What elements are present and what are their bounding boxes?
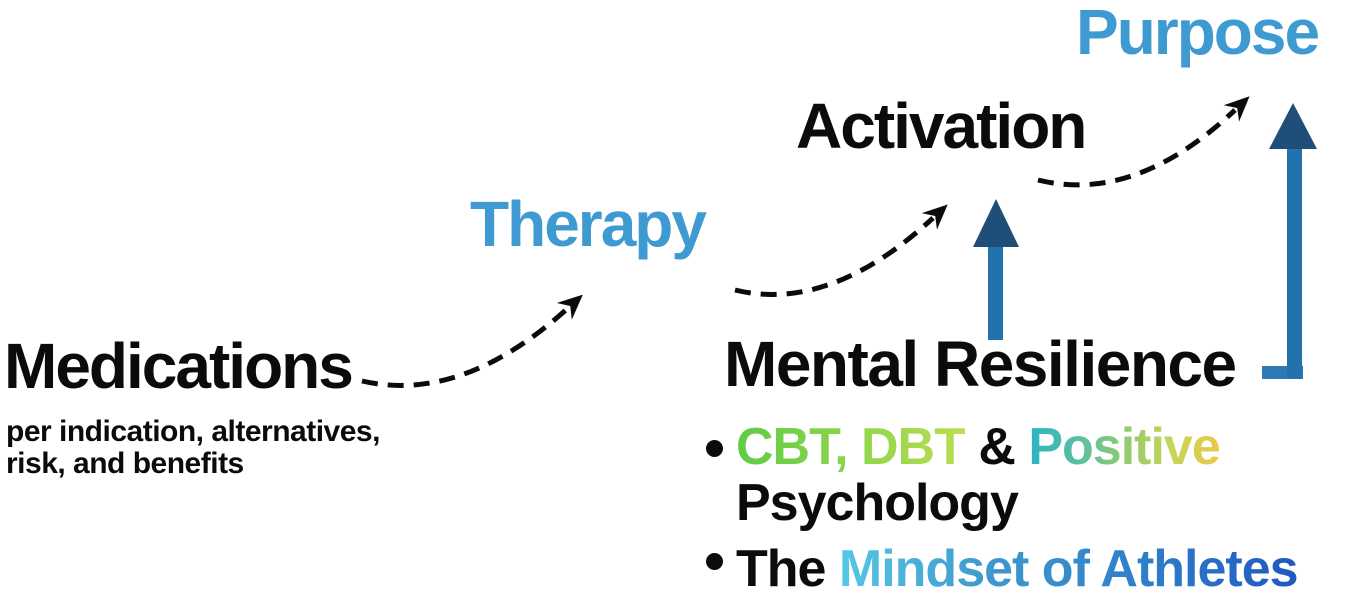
solid-arrow-resilience-to-purpose — [1262, 103, 1317, 379]
mental-resilience-title: Mental Resilience — [724, 328, 1237, 400]
therapy-label: Therapy — [470, 188, 707, 260]
dashed-arrow-therapy-to-activation — [734, 204, 948, 297]
cbt-dbt-text: CBT, DBT — [736, 418, 966, 476]
bullet-dot-icon — [706, 553, 723, 570]
psychology-text: Psychology — [736, 474, 1019, 533]
dashed-arrow-activation-to-purpose — [1037, 96, 1250, 188]
bullet2-line: The Mindset of Athletes — [736, 540, 1299, 593]
medications-label: Medications — [4, 330, 354, 402]
positive-text: Positive — [1028, 418, 1220, 476]
the-text: The — [736, 540, 839, 593]
mindset-of-athletes-text: Mindset of Athletes — [839, 541, 1299, 593]
solid-arrow-resilience-to-activation — [973, 199, 1019, 340]
ampersand-text: & — [964, 418, 1029, 476]
bullet1-line1: CBT, DBT & Positive — [736, 418, 1221, 476]
activation-label: Activation — [796, 90, 1087, 162]
medications-subtitle: per indication, alternatives, risk, and … — [6, 415, 380, 480]
purpose-label: Purpose — [1076, 0, 1320, 68]
bullet-cbt-dbt-positive-psychology: CBT, DBT & Positive Psychology — [706, 418, 1221, 533]
bullet-dot-icon — [706, 440, 723, 457]
dashed-arrow-medications-to-therapy — [361, 294, 583, 388]
bullet-mindset-of-athletes: The Mindset of Athletes — [706, 540, 1299, 593]
